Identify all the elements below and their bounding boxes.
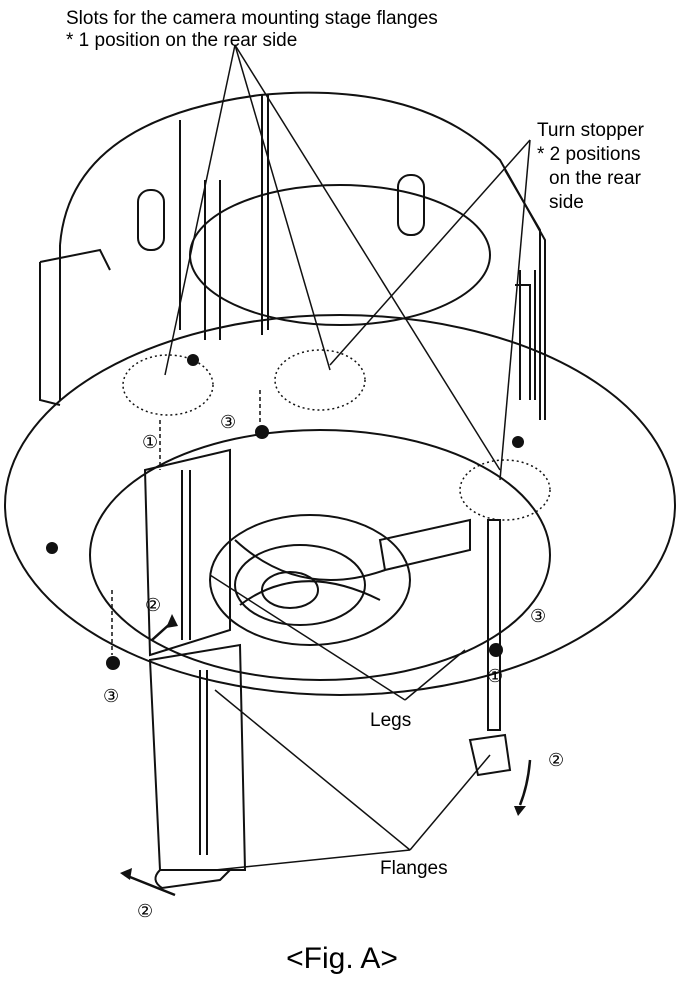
center-ring-2 <box>234 544 366 626</box>
arrowhead-bottom <box>120 868 132 880</box>
left-bracket <box>39 248 111 406</box>
arrow-step-2-right <box>518 759 532 806</box>
turn-stopper-note-3: side <box>549 192 584 213</box>
leader-stopper-2 <box>499 139 531 481</box>
center-ring-3 <box>261 571 319 609</box>
support-bar <box>378 518 471 572</box>
plate-hole-3 <box>512 436 524 448</box>
screw-right <box>489 643 503 657</box>
screw-left <box>106 656 120 670</box>
stopper-highlight-right <box>459 459 551 521</box>
turn-stopper-note-2: on the rear <box>549 168 641 189</box>
post-right <box>397 174 425 236</box>
leg-right <box>487 519 501 731</box>
mounting-plate-inner <box>89 429 551 681</box>
legs-label: Legs <box>370 710 412 731</box>
mounting-plate <box>4 314 676 696</box>
figure-caption: <Fig. A> <box>286 942 398 975</box>
step-3-marker-right: ③ <box>530 606 547 627</box>
arrow-step-2-bottom <box>124 873 176 897</box>
slot-highlight-left <box>122 354 214 416</box>
turn-stopper-note-1: * 2 positions <box>537 144 641 165</box>
plate-hole-1 <box>187 354 199 366</box>
rod-left <box>204 180 221 340</box>
slots-note: * 1 position on the rear side <box>66 30 298 51</box>
leader-stopper-1 <box>329 139 531 366</box>
step-3-marker-center: ③ <box>220 412 237 433</box>
flanges-label: Flanges <box>380 858 448 879</box>
step-2-marker-bottom: ② <box>137 901 154 922</box>
flange-left-plate <box>148 643 247 871</box>
upper-opening <box>189 184 491 326</box>
leader-flanges-1 <box>214 689 411 851</box>
step-3-marker-left: ③ <box>103 686 120 707</box>
leader-slots-rear <box>234 44 501 471</box>
step-2-marker-left: ② <box>145 595 162 616</box>
upper-housing <box>59 91 546 420</box>
slots-label: Slots for the camera mounting stage flan… <box>66 8 438 29</box>
leader-slots-1 <box>164 44 236 376</box>
leader-flanges-2 <box>409 754 491 851</box>
rod-right <box>519 270 536 400</box>
screw-center <box>255 425 269 439</box>
stopper-highlight-center <box>274 349 366 411</box>
leg-left <box>143 448 231 657</box>
plate-hole-2 <box>46 542 58 554</box>
step-1-marker-right: ① <box>487 666 504 687</box>
post-left <box>137 189 165 251</box>
turn-stopper-label: Turn stopper <box>537 120 645 141</box>
arrowhead-right <box>514 806 526 816</box>
center-ring-1 <box>209 514 411 646</box>
step-1-marker-left: ① <box>142 432 159 453</box>
leader-slots-2 <box>234 44 331 371</box>
step-2-marker-right: ② <box>548 750 565 771</box>
leader-legs-2 <box>404 649 466 701</box>
arrowhead-left <box>166 614 178 628</box>
flange-right-foot <box>468 733 512 777</box>
leader-flanges-3 <box>214 849 411 871</box>
leader-legs-1 <box>209 574 406 701</box>
flange-left-foot <box>154 869 231 890</box>
